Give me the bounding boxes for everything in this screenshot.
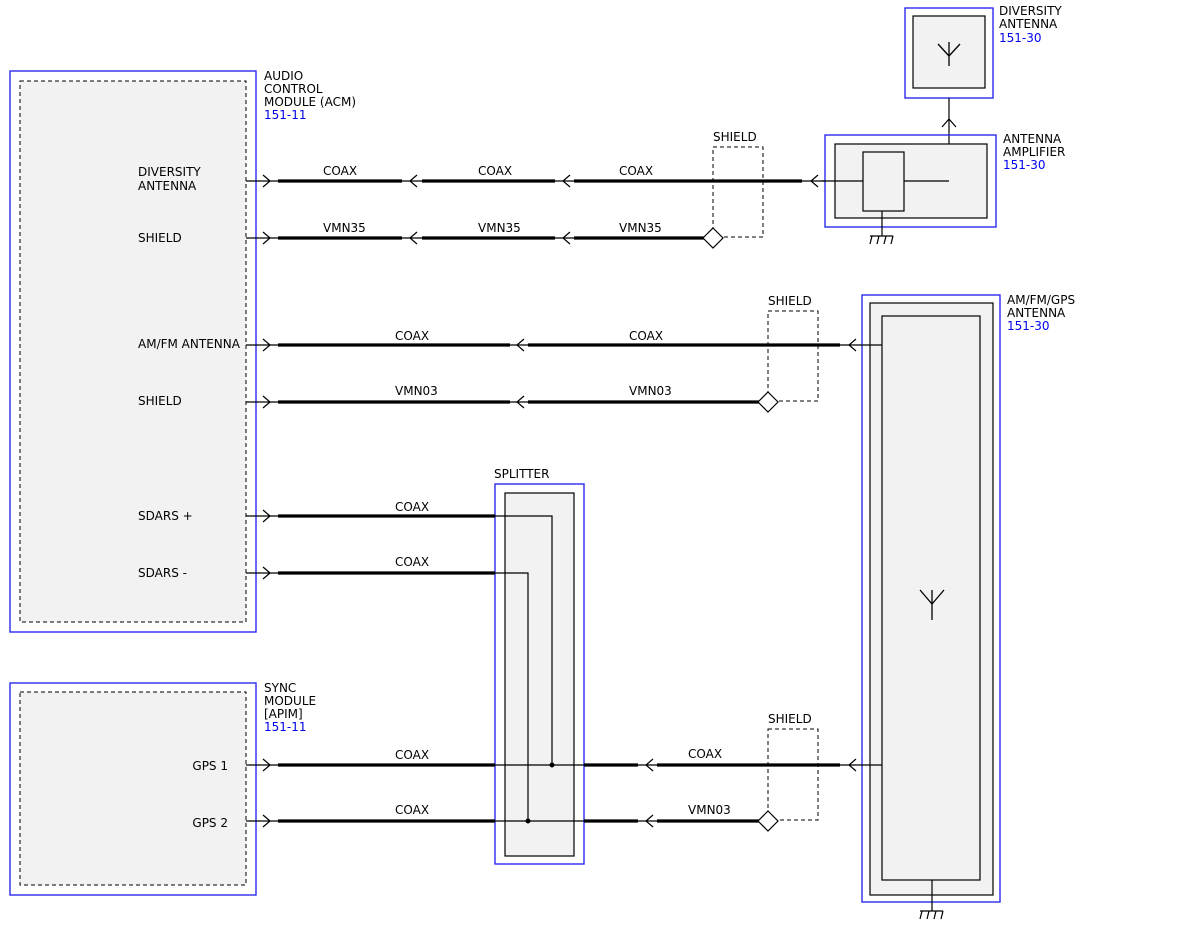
wire-label: VMN35: [619, 221, 662, 235]
acm-pin-diversity-1: DIVERSITY: [138, 165, 201, 179]
wire-sdars-neg[interactable]: COAX: [246, 555, 495, 580]
splitter-title: SPLITTER: [494, 467, 549, 481]
antenna-icon: [937, 42, 961, 66]
wire-shield-vmn03[interactable]: VMN03 VMN03: [246, 384, 779, 413]
splitter[interactable]: SPLITTER: [494, 467, 585, 865]
wire-label: COAX: [323, 164, 357, 178]
sync-pin-gps2: GPS 2: [192, 816, 228, 830]
sync-title-1: SYNC: [264, 681, 296, 695]
wire-label: COAX: [395, 500, 429, 514]
amfmgps-ref-link[interactable]: 151-30: [1007, 319, 1050, 333]
diversity-antenna-ref-link[interactable]: 151-30: [999, 31, 1042, 45]
wire-gps2[interactable]: COAX VMN03: [246, 803, 779, 832]
acm-module[interactable]: AUDIO CONTROL MODULE (ACM) 151-11 DIVERS…: [9, 69, 356, 633]
sync-body: [19, 691, 247, 886]
wire-label: COAX: [619, 164, 653, 178]
wire-label: VMN35: [323, 221, 366, 235]
acm-pin-shield-2: SHIELD: [138, 394, 182, 408]
shield-label: SHIELD: [768, 712, 812, 726]
amfmgps-outline: [861, 294, 1001, 903]
shield-label: SHIELD: [713, 130, 757, 144]
amplifier-title-1: ANTENNA: [1003, 132, 1062, 146]
sync-ref-link[interactable]: 151-11: [264, 720, 307, 734]
shield-drain-diamond: [702, 227, 724, 249]
sync-module[interactable]: SYNC MODULE [APIM] 151-11 GPS 1 GPS 2: [9, 681, 316, 896]
splitter-outline: [494, 483, 585, 865]
sync-title-3: [APIM]: [264, 707, 303, 721]
acm-pin-sdars-neg: SDARS -: [138, 566, 187, 580]
wire-label: COAX: [629, 329, 663, 343]
acm-title-1: AUDIO: [264, 69, 303, 83]
splice-dot: [525, 818, 531, 824]
ground-icon: [919, 910, 944, 920]
antenna-icon: [919, 589, 945, 620]
acm-ref-link[interactable]: 151-11: [264, 108, 307, 122]
wire-sdars-pos[interactable]: COAX: [246, 500, 495, 523]
wire-label: COAX: [395, 748, 429, 762]
acm-pin-shield-1: SHIELD: [138, 231, 182, 245]
wire-label: COAX: [688, 747, 722, 761]
shield-label: SHIELD: [768, 294, 812, 308]
sync-pin-gps1: GPS 1: [192, 759, 228, 773]
acm-pin-sdars-pos: SDARS +: [138, 509, 193, 523]
acm-pin-amfm: AM/FM ANTENNA: [138, 337, 241, 351]
shield-box-3: SHIELD: [767, 712, 819, 821]
sync-outline: [9, 682, 257, 896]
shield-drain-diamond: [757, 391, 779, 413]
diversity-antenna[interactable]: DIVERSITY ANTENNA 151-30: [904, 4, 1062, 99]
acm-title-3: MODULE (ACM): [264, 95, 356, 109]
wire-label: VMN35: [478, 221, 521, 235]
shield-box-1: SHIELD: [712, 130, 764, 238]
wire-label: VMN03: [395, 384, 438, 398]
amplifier-component: [862, 151, 905, 212]
ground-icon: [869, 235, 894, 245]
wire-label: VMN03: [629, 384, 672, 398]
shield-drain-diamond: [757, 810, 779, 832]
amfmgps-antenna[interactable]: AM/FM/GPS ANTENNA 151-30: [861, 293, 1075, 920]
diversity-antenna-title-2: ANTENNA: [999, 17, 1058, 31]
wire-label: COAX: [395, 555, 429, 569]
shield-box-2: SHIELD: [767, 294, 819, 402]
wire-label: VMN03: [688, 803, 731, 817]
wire-label: COAX: [395, 803, 429, 817]
wire-diversity-coax[interactable]: COAX COAX COAX: [246, 164, 825, 188]
amplifier-title-2: AMPLIFIER: [1003, 145, 1065, 159]
amfmgps-title-2: ANTENNA: [1007, 306, 1066, 320]
antenna-amplifier[interactable]: ANTENNA AMPLIFIER 151-30: [822, 132, 1065, 245]
wire-shield-vmn35[interactable]: VMN35 VMN35 VMN35: [246, 221, 724, 249]
acm-pin-diversity-2: ANTENNA: [138, 179, 197, 193]
wire-gps1-coax[interactable]: COAX COAX: [246, 747, 882, 772]
sync-title-2: MODULE: [264, 694, 316, 708]
amplifier-ref-link[interactable]: 151-30: [1003, 158, 1046, 172]
wire-amfm-coax[interactable]: COAX COAX: [246, 329, 882, 352]
diversity-antenna-title-1: DIVERSITY: [999, 4, 1062, 18]
acm-title-2: CONTROL: [264, 82, 323, 96]
splitter-body: [504, 492, 575, 857]
acm-outline: [9, 70, 257, 633]
wire-label: COAX: [478, 164, 512, 178]
acm-body: [19, 80, 247, 623]
wire-label: COAX: [395, 329, 429, 343]
amfmgps-title-1: AM/FM/GPS: [1007, 293, 1075, 307]
splice-dot: [549, 762, 555, 768]
amfmgps-inner-body: [881, 315, 981, 881]
